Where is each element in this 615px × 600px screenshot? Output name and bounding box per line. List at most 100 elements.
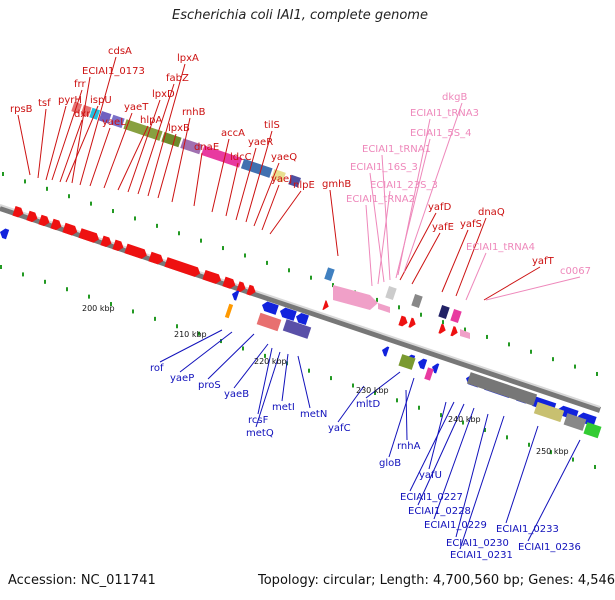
forward-cds-arrow [100,235,112,247]
forward-cds-arrow [112,239,124,252]
gene-label-forward: yaeQ [271,152,297,163]
tick-label: 220 kbp [254,357,287,366]
leader-line [117,125,149,191]
leader-line [147,63,186,197]
leader-line [225,162,239,217]
leader-line [527,439,581,542]
reverse-cds-arrow [296,312,309,326]
leader-line [171,117,191,203]
scale-dot [132,309,134,314]
leader-line [455,217,487,297]
scale-dot [22,272,24,277]
tick-label: 200 kbp [82,304,115,313]
gene-label-forward: gmhB [322,179,351,190]
scale-dot [68,194,70,199]
forward-cds-arrow [438,323,446,334]
scale-dot [486,334,488,339]
gene-label-forward: lpxB [168,123,190,134]
gene-label-reverse: proS [198,380,221,391]
leader-line [409,401,455,492]
scale-dot [154,316,156,321]
leader-line [329,189,339,257]
gene-label-rna: ECIAI1_tRNA3 [410,108,479,119]
gene-label-forward: accA [221,128,245,139]
gene-label-rna: ECIAI1_5S_4 [410,128,471,139]
tick-label: 230 kbp [356,386,389,395]
leader-line [17,114,31,176]
leader-line [45,105,67,181]
scale-dot [176,324,178,329]
forward-cds-arrow [222,276,236,289]
leader-line [159,329,223,363]
gene-label-reverse: yafU [419,470,442,481]
leader-line [337,385,365,423]
gene-label-reverse: yafC [328,423,351,434]
reverse-cds-arrow [432,363,440,374]
gene-label-rna: dkgB [442,92,467,103]
forward-cds-arrow [148,251,164,265]
gene-label-forward: nlpE [293,180,315,191]
scale-dot [484,427,486,432]
scale-dot [66,287,68,292]
scale-dot [244,253,246,258]
gene-label-forward: pyrH [58,95,82,106]
gene-label-reverse: ECIAI1_0229 [424,520,487,531]
scale-dot [266,260,268,265]
forward-feature-band [71,101,301,188]
leader-line [193,152,203,207]
leader-line [465,252,487,301]
leader-line [388,377,415,458]
leader-line [405,389,408,441]
rna-features [333,285,470,339]
reverse-cds-arrow [578,412,597,427]
gene-label-reverse: ECIAI1_0231 [450,550,513,561]
gene-label-forward: dnaE [194,142,219,153]
gene-label-reverse: mltD [356,399,380,410]
scale-dot [594,464,596,469]
leader-line [403,102,463,273]
gene-label-reverse: gloB [379,458,401,469]
gene-label-forward: yaeJ [271,174,292,185]
forward-cds-arrow [50,218,62,231]
leader-line [433,407,475,520]
leader-line [235,147,257,221]
leader-line [399,212,437,281]
leader-line [211,138,230,213]
reverse-cds-arrow [418,358,428,370]
gene-label-forward: rnhB [182,107,206,118]
gene-label-forward: yafS [460,219,482,230]
leader-line [365,204,373,287]
scale-dot [550,450,552,455]
scale-dot [506,435,508,440]
leader-line [411,232,441,285]
gene-label-reverse: ECIAI1_0228 [408,506,471,517]
forward-cds-arrow [246,284,256,296]
gene-label-reverse: metQ [246,428,274,439]
scale-dot [46,186,48,191]
scale-dot [2,172,4,176]
tick-label: 240 kbp [448,415,481,424]
gene-label-reverse: ECIAI1_0233 [496,524,559,535]
forward-cds-arrow [450,326,458,337]
scale-dot [44,279,46,284]
gene-label-forward: yafT [532,256,555,267]
leader-line [255,351,281,428]
leader-line [71,76,91,184]
leader-line [261,184,280,231]
gene-label-forward: rpsB [10,104,33,115]
scale-dot [376,297,378,302]
gene-label-forward: yaeL [102,117,126,128]
leader-line [505,425,539,524]
leader-line [381,154,391,281]
gene-label-rna: ECIAI1_16S_3 [350,162,418,173]
scale-dot [464,327,466,332]
gene-label-reverse: yaeB [224,389,249,400]
scale-dot [112,209,114,214]
scale-dot [24,179,26,184]
forward-cds-arrow [26,210,38,223]
leader-line [245,130,273,223]
scale-dot [90,201,92,206]
scale-dot [264,353,266,358]
scale-dot [200,238,202,243]
